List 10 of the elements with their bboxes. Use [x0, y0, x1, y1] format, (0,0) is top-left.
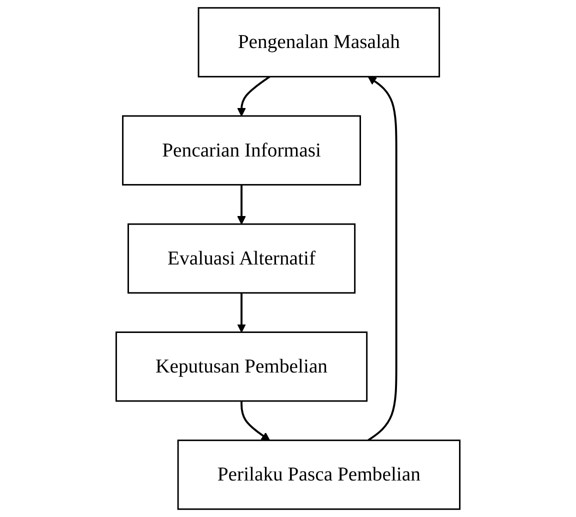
node-box: Keputusan Pembelian	[115, 331, 368, 402]
arrow	[368, 76, 398, 442]
arrow	[237, 76, 270, 116]
arrow	[237, 184, 246, 224]
arrow	[240, 401, 270, 441]
node-box: Perilaku Pasca Pembelian	[177, 440, 461, 510]
node-box: Evaluasi Alternatif	[128, 223, 356, 294]
node-box: Pengenalan Masalah	[198, 7, 440, 78]
node-box: Pencarian Informasi	[122, 115, 361, 186]
arrow	[237, 292, 246, 333]
